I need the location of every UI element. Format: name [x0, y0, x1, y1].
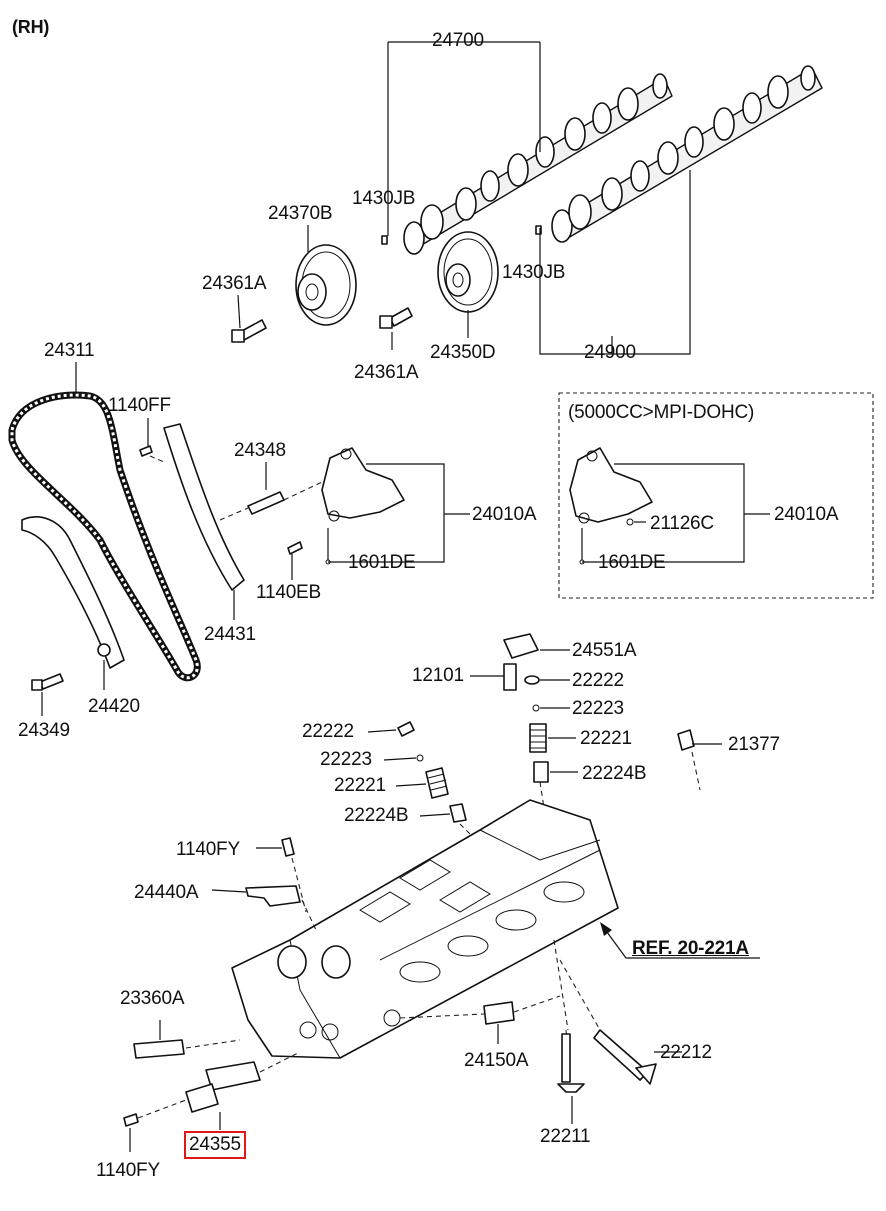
- part-label-22223-lower[interactable]: 22223: [320, 749, 372, 770]
- part-label-1140EB[interactable]: 1140EB: [256, 582, 322, 603]
- bolt-24361A-right: [379, 307, 413, 329]
- valve-spring-upper: [529, 723, 547, 753]
- cam-sprocket-24370B: [295, 244, 357, 326]
- part-label-1601DE-left[interactable]: 1601DE: [348, 552, 416, 573]
- camshaft-exhaust: [551, 65, 823, 243]
- part-label-24010A-right[interactable]: 24010A: [774, 504, 839, 525]
- part-label-24348[interactable]: 24348: [234, 440, 286, 461]
- cam-bracket-right: [569, 447, 653, 524]
- part-label-23360A[interactable]: 23360A: [120, 988, 185, 1009]
- part-label-1601DE-right[interactable]: 1601DE: [598, 552, 666, 573]
- part-label-22224B-upper[interactable]: 22224B: [582, 763, 647, 784]
- valve-seal-lower: [449, 803, 467, 823]
- part-label-24431[interactable]: 24431: [204, 624, 256, 645]
- reference-label[interactable]: REF. 20-221A: [632, 938, 749, 959]
- cylinder-head: [231, 799, 619, 1059]
- part-label-24361A-left[interactable]: 24361A: [202, 273, 267, 294]
- part-label-24350D[interactable]: 24350D: [430, 342, 496, 363]
- part-label-12101[interactable]: 12101: [412, 665, 464, 686]
- variant-box-label: (5000CC>MPI-DOHC): [568, 402, 755, 423]
- part-label-24370B[interactable]: 24370B: [268, 203, 333, 224]
- sensor-21377: [677, 729, 695, 751]
- part-label-1430JB-lower[interactable]: 1430JB: [502, 262, 566, 283]
- part-label-22221-upper[interactable]: 22221: [580, 728, 632, 749]
- part-label-1430JB-upper[interactable]: 1430JB: [352, 188, 416, 209]
- part-label-22222-lower[interactable]: 22222: [302, 721, 354, 742]
- part-label-24440A[interactable]: 24440A: [134, 882, 199, 903]
- lash-adjuster: [503, 663, 517, 691]
- oil-control-valve-24355: [185, 1061, 261, 1113]
- part-label-1140FF[interactable]: 1140FF: [108, 395, 171, 416]
- side-label: (RH): [12, 17, 50, 37]
- cam-sprocket-24350D: [437, 231, 499, 313]
- chain-guide: [163, 423, 245, 591]
- part-label-24700[interactable]: 24700: [432, 30, 484, 51]
- part-label-24420[interactable]: 24420: [88, 696, 140, 717]
- part-label-24900[interactable]: 24900: [584, 342, 636, 363]
- bracket-24440A: [245, 885, 301, 907]
- bolt-24361A-left: [231, 319, 267, 343]
- part-label-24355-highlighted[interactable]: 24355: [184, 1131, 246, 1159]
- part-label-1140FY-upper[interactable]: 1140FY: [176, 839, 240, 860]
- part-23360A: [133, 1039, 185, 1059]
- part-label-22221-lower[interactable]: 22221: [334, 775, 386, 796]
- rocker-arm: [503, 633, 539, 659]
- valve-22212: [593, 1029, 657, 1085]
- valve-seal-upper: [533, 761, 549, 783]
- chain-tensioner-arm: [21, 516, 125, 669]
- timing-chain: [8, 391, 201, 682]
- part-label-22211[interactable]: 22211: [540, 1126, 591, 1147]
- part-label-22222-upper[interactable]: 22222: [572, 670, 624, 691]
- part-label-24551A[interactable]: 24551A: [572, 640, 637, 661]
- part-label-24361A-right[interactable]: 24361A: [354, 362, 419, 383]
- part-label-22223-upper[interactable]: 22223: [572, 698, 624, 719]
- part-label-22224B-lower[interactable]: 22224B: [344, 805, 409, 826]
- part-24150A: [483, 1001, 515, 1025]
- part-label-1140FY-lower[interactable]: 1140FY: [96, 1160, 160, 1181]
- variant-box: [558, 392, 874, 599]
- part-label-22212[interactable]: 22212: [660, 1042, 712, 1063]
- valve-spring-lower: [425, 767, 449, 799]
- cam-bracket-left: [321, 447, 405, 522]
- part-label-24150A[interactable]: 24150A: [464, 1050, 529, 1071]
- part-label-21377[interactable]: 21377: [728, 734, 780, 755]
- part-label-24349[interactable]: 24349: [18, 720, 70, 741]
- valve-22211: [557, 1029, 585, 1093]
- part-label-24311[interactable]: 24311: [44, 340, 95, 361]
- part-label-21126C[interactable]: 21126C: [650, 513, 714, 534]
- part-label-24010A-left[interactable]: 24010A: [472, 504, 537, 525]
